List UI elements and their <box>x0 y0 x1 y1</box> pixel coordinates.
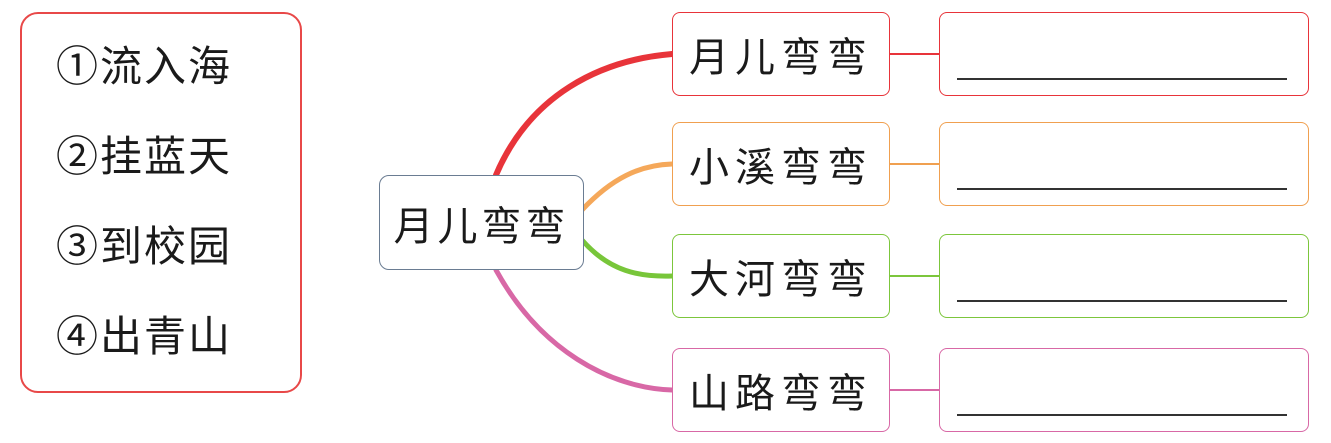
answer-line <box>957 78 1287 80</box>
branch-node-river: 大河弯弯 <box>672 234 890 318</box>
answer-line <box>957 188 1287 190</box>
center-node: 月儿弯弯 <box>379 175 584 270</box>
connector-branch-3 <box>493 267 675 393</box>
connector-branch-1 <box>579 161 675 213</box>
answer-box-moon[interactable] <box>939 12 1309 96</box>
option-1: ①流入海 <box>56 42 233 91</box>
answer-box-stream[interactable] <box>939 122 1309 206</box>
connector-branch-0 <box>493 51 675 178</box>
branch-node-moon: 月儿弯弯 <box>672 12 890 96</box>
connector-branch-2 <box>579 237 675 279</box>
answer-box-road[interactable] <box>939 348 1309 432</box>
option-4: ④出青山 <box>56 312 233 361</box>
branch-node-stream: 小溪弯弯 <box>672 122 890 206</box>
answer-box-river[interactable] <box>939 234 1309 318</box>
option-2: ②挂蓝天 <box>56 132 233 181</box>
answer-line <box>957 414 1287 416</box>
branch-node-road: 山路弯弯 <box>672 348 890 432</box>
options-box: ①流入海 ②挂蓝天 ③到校园 ④出青山 <box>20 12 302 393</box>
option-3: ③到校园 <box>56 222 233 271</box>
answer-line <box>957 300 1287 302</box>
